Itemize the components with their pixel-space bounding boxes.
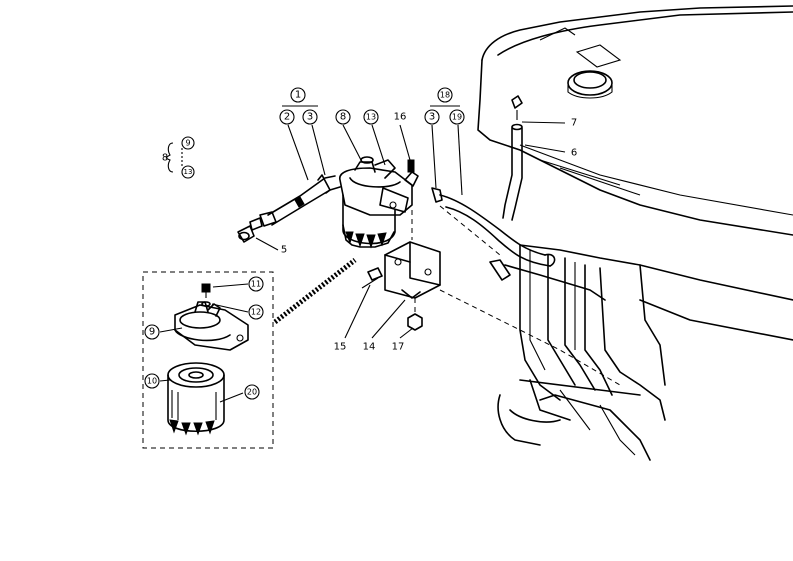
callout-18: 18 <box>437 87 453 103</box>
supply-hose <box>237 174 341 243</box>
engine-block-outline <box>477 5 793 236</box>
callout-1: 1 <box>290 87 306 103</box>
svg-text:8: 8 <box>162 153 168 164</box>
inset-leader <box>273 258 357 324</box>
callout-2: 2 <box>279 109 295 125</box>
svg-text:12: 12 <box>251 308 261 317</box>
svg-text:15: 15 <box>334 342 347 353</box>
callout-6: 6 <box>571 148 577 159</box>
callout-8-group: 8 <box>162 153 168 164</box>
svg-text:3: 3 <box>429 112 435 123</box>
filler-cap <box>567 70 613 99</box>
callout-8: 8 <box>335 109 351 125</box>
callout-19: 19 <box>449 109 465 125</box>
return-hose <box>439 194 556 267</box>
callout-3-left: 3 <box>302 109 318 125</box>
tank-hose <box>502 95 523 221</box>
svg-text:14: 14 <box>363 342 376 353</box>
svg-text:1: 1 <box>295 90 301 101</box>
svg-text:10: 10 <box>147 377 157 386</box>
callout-14: 14 <box>363 342 376 353</box>
callout-9-group: 9 <box>181 136 195 150</box>
callout-10: 10 <box>144 373 160 389</box>
svg-text:9: 9 <box>185 139 190 148</box>
engine-lower-section <box>489 244 793 461</box>
callout-17: 17 <box>392 342 405 353</box>
svg-text:17: 17 <box>392 342 405 353</box>
svg-text:7: 7 <box>571 118 577 129</box>
svg-text:11: 11 <box>251 280 261 289</box>
svg-text:18: 18 <box>440 91 450 100</box>
callout-13-group: 13 <box>181 165 195 179</box>
callout-5: 5 <box>281 245 287 256</box>
svg-text:19: 19 <box>452 113 462 122</box>
callout-20: 20 <box>244 384 260 400</box>
svg-text:16: 16 <box>394 112 407 123</box>
svg-text:8: 8 <box>340 112 346 123</box>
callout-15: 15 <box>334 342 347 353</box>
fuel-filter-assembly <box>339 156 443 249</box>
callout-11: 11 <box>248 276 264 292</box>
mounting-bracket <box>361 241 441 331</box>
callout-leaders <box>159 105 566 403</box>
svg-text:20: 20 <box>247 388 257 397</box>
callout-16: 16 <box>394 112 407 123</box>
svg-text:5: 5 <box>281 245 287 256</box>
svg-text:3: 3 <box>307 112 313 123</box>
leader-lines <box>411 205 621 386</box>
callout-3-right: 3 <box>424 109 440 125</box>
callout-12: 12 <box>248 304 264 320</box>
svg-text:13: 13 <box>366 113 376 122</box>
callout-13-top: 13 <box>363 109 379 125</box>
svg-text:2: 2 <box>284 112 290 123</box>
svg-text:13: 13 <box>184 168 193 176</box>
svg-text:6: 6 <box>571 148 577 159</box>
callout-7: 7 <box>571 118 577 129</box>
detail-inset <box>142 271 274 449</box>
svg-text:9: 9 <box>149 327 155 338</box>
callout-9-inset: 9 <box>144 324 160 340</box>
